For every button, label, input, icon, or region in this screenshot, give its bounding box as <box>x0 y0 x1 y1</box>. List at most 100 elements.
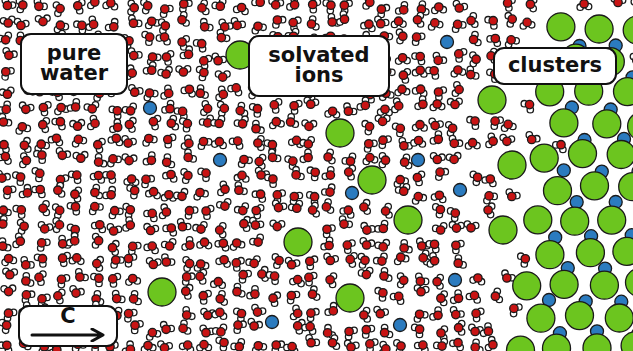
oxygen-atom <box>202 329 210 337</box>
oxygen-atom <box>202 207 210 215</box>
oxygen-atom <box>23 189 31 197</box>
small-ion <box>570 196 583 209</box>
oxygen-atom <box>234 321 242 329</box>
oxygen-atom <box>287 261 295 269</box>
oxygen-atom <box>508 15 516 23</box>
oxygen-atom <box>366 153 374 161</box>
large-ion <box>623 16 633 44</box>
oxygen-atom <box>167 170 175 178</box>
large-ion <box>148 278 176 306</box>
oxygen-atom <box>381 156 389 164</box>
oxygen-atom <box>470 291 478 299</box>
oxygen-atom <box>94 158 102 166</box>
oxygen-atom <box>327 1 335 9</box>
oxygen-atom <box>503 0 511 7</box>
oxygen-atom <box>235 343 243 351</box>
oxygen-atom <box>232 84 240 92</box>
oxygen-atom <box>469 35 477 43</box>
large-ion <box>605 304 633 332</box>
oxygen-atom <box>293 204 301 212</box>
oxygen-atom <box>198 40 206 48</box>
oxygen-atom <box>526 0 534 8</box>
oxygen-atom <box>467 70 475 78</box>
oxygen-atom <box>109 227 117 235</box>
oxygen-atom <box>450 155 458 163</box>
oxygen-atom <box>144 341 152 349</box>
oxygen-atom <box>182 287 190 295</box>
small-ion <box>394 319 407 332</box>
small-ion <box>346 187 359 200</box>
oxygen-atom <box>378 117 386 125</box>
oxygen-atom <box>0 242 7 250</box>
oxygen-atom <box>6 271 14 279</box>
oxygen-atom <box>125 156 133 164</box>
oxygen-atom <box>110 23 118 31</box>
oxygen-atom <box>311 168 319 176</box>
oxygen-atom <box>184 153 192 161</box>
oxygen-atom <box>486 175 494 183</box>
oxygen-atom <box>131 186 139 194</box>
oxygen-atom <box>22 291 30 299</box>
oxygen-atom <box>452 224 460 232</box>
oxygen-atom <box>256 0 264 6</box>
oxygen-atom <box>126 221 134 229</box>
oxygen-atom <box>347 343 355 351</box>
oxygen-atom <box>200 238 208 246</box>
oxygen-atom <box>56 118 64 126</box>
oxygen-atom <box>91 0 99 6</box>
oxygen-atom <box>112 134 120 142</box>
oxygen-atom <box>128 69 136 77</box>
oxygen-atom <box>326 171 334 179</box>
oxygen-atom <box>1 36 9 44</box>
oxygen-atom <box>250 322 258 330</box>
oxygen-atom <box>145 89 153 97</box>
oxygen-atom <box>166 105 174 113</box>
oxygen-atom <box>217 328 225 336</box>
large-ion <box>621 332 633 351</box>
oxygen-atom <box>76 273 84 281</box>
oxygen-atom <box>467 16 475 24</box>
oxygen-atom <box>78 21 86 29</box>
oxygen-atom <box>377 5 385 13</box>
oxygen-atom <box>94 141 102 149</box>
oxygen-atom <box>4 287 12 295</box>
oxygen-atom <box>431 19 439 27</box>
oxygen-atom <box>161 5 169 13</box>
oxygen-atom <box>453 20 461 28</box>
oxygen-atom <box>273 191 281 199</box>
oxygen-atom <box>3 186 11 194</box>
oxygen-atom <box>77 154 85 162</box>
oxygen-atom <box>365 140 373 148</box>
oxygen-atom <box>131 88 139 96</box>
oxygen-atom <box>485 192 493 200</box>
oxygen-atom <box>396 124 404 132</box>
oxygen-atom <box>287 291 295 299</box>
oxygen-atom <box>165 191 173 199</box>
oxygen-atom <box>290 1 298 9</box>
large-ion <box>524 206 552 234</box>
oxygen-atom <box>0 206 7 214</box>
oxygen-atom <box>309 0 317 8</box>
oxygen-atom <box>289 157 297 165</box>
oxygen-atom <box>184 50 192 58</box>
oxygen-atom <box>272 118 280 126</box>
oxygen-atom <box>328 107 336 115</box>
oxygen-atom <box>36 185 44 193</box>
oxygen-atom <box>310 193 318 201</box>
oxygen-atom <box>129 274 137 282</box>
oxygen-atom <box>54 186 62 194</box>
oxygen-atom <box>0 174 6 182</box>
oxygen-atom <box>54 292 62 300</box>
oxygen-atom <box>376 310 384 318</box>
oxygen-atom <box>273 16 281 24</box>
oxygen-atom <box>396 176 404 184</box>
oxygen-atom <box>452 310 460 318</box>
arrow-symbol <box>28 328 108 342</box>
oxygen-atom <box>521 255 529 263</box>
oxygen-atom <box>2 105 10 113</box>
oxygen-atom <box>467 224 475 232</box>
large-ion <box>530 144 558 172</box>
oxygen-atom <box>275 256 283 264</box>
oxygen-atom <box>178 38 186 46</box>
oxygen-atom <box>180 0 188 8</box>
